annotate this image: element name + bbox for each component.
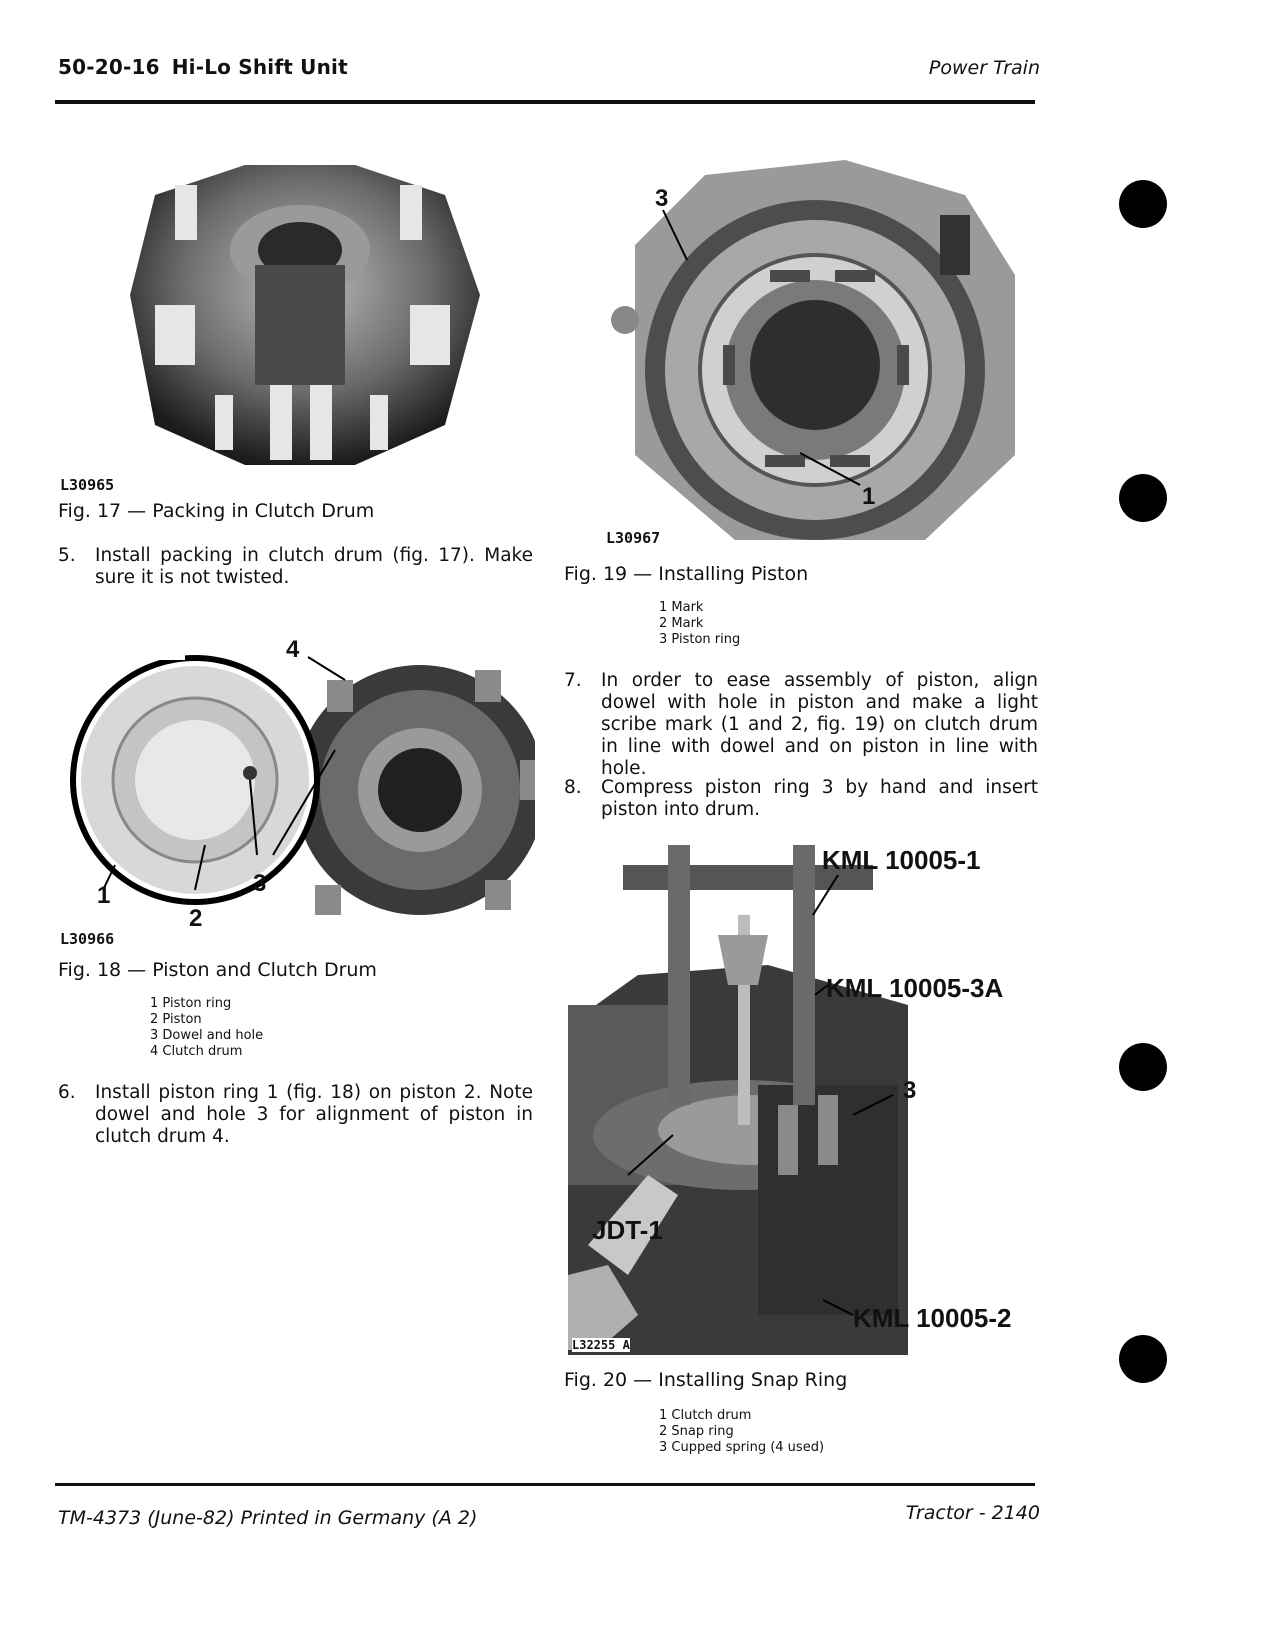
model-name: Tractor - 2140: [905, 1502, 1040, 1524]
fig18-callout-3: 3: [253, 870, 267, 897]
footer-rule: [55, 1483, 1035, 1486]
step-5: 5. Install packing in clutch drum (fig. …: [58, 545, 533, 591]
step-8-number: 8.: [564, 777, 582, 798]
fig19-legend-item: 2 Mark: [659, 616, 704, 631]
fig19-legend: 1 Mark 2 Mark 3 Piston ring: [659, 600, 740, 648]
step-7: 7. In order to ease assembly of piston, …: [564, 670, 1039, 779]
step-5-number: 5.: [58, 545, 76, 566]
step-5-text: Install packing in clutch drum (fig. 17)…: [95, 545, 533, 588]
chapter-title: Power Train: [928, 57, 1040, 79]
fig20-photo: [568, 845, 908, 1355]
step-6-text: Install piston ring 1 (fig. 18) on pisto…: [95, 1082, 533, 1147]
fig20-legend-item: 2 Snap ring: [659, 1424, 734, 1439]
binder-hole-mark: [1119, 474, 1167, 522]
fig18-callout-2: 2: [189, 905, 203, 932]
fig18-legend-item: 3 Dowel and hole: [150, 1028, 264, 1043]
step-8-text: Compress piston ring 3 by hand and inser…: [601, 777, 1038, 820]
fig20-caption: Fig. 20 — Installing Snap Ring: [564, 1369, 848, 1391]
fig20-tool-label: KML 10005-1: [822, 845, 981, 875]
fig19-legend-item: 3 Piston ring: [659, 632, 741, 647]
fig20-legend-item: 3 Cupped spring (4 used): [659, 1440, 825, 1455]
fig18-callout-4: 4: [286, 636, 300, 663]
fig20-tool-label: KML 10005-3A: [826, 973, 1004, 1003]
fig18-photo: [65, 640, 535, 925]
fig19-callout-1: 1: [862, 483, 876, 510]
section-title: Hi-Lo Shift Unit: [171, 55, 348, 79]
fig19-caption: Fig. 19 — Installing Piston: [564, 563, 809, 585]
fig20-legend-item: 1 Clutch drum: [659, 1408, 752, 1423]
page-header-left: 50-20-16 Hi-Lo Shift Unit: [58, 55, 348, 79]
binder-hole-mark: [1119, 180, 1167, 228]
fig18-legend-item: 4 Clutch drum: [150, 1044, 243, 1059]
step-7-text: In order to ease assembly of piston, ali…: [601, 670, 1038, 779]
fig18-legend-item: 2 Piston: [150, 1012, 202, 1027]
fig18-legend-item: 1 Piston ring: [150, 996, 232, 1011]
fig19-code: L30967: [606, 529, 661, 547]
fig18-caption: Fig. 18 — Piston and Clutch Drum: [58, 959, 377, 981]
fig19-photo: [595, 155, 1045, 550]
fig18-legend: 1 Piston ring 2 Piston 3 Dowel and hole …: [150, 996, 263, 1060]
binder-hole-mark: [1119, 1335, 1167, 1383]
step-8: 8. Compress piston ring 3 by hand and in…: [564, 777, 1039, 823]
page-number: 50-20-16: [58, 55, 160, 79]
fig19-legend-item: 1 Mark: [659, 600, 704, 615]
step-6: 6. Install piston ring 1 (fig. 18) on pi…: [58, 1082, 533, 1152]
header-rule: [55, 100, 1035, 104]
fig18-callout-1: 1: [97, 882, 111, 909]
fig20-callout-3: 3: [903, 1077, 917, 1104]
fig20-tool-label: JDT-1: [592, 1215, 663, 1245]
step-7-number: 7.: [564, 670, 582, 691]
step-6-number: 6.: [58, 1082, 76, 1103]
fig20-code: L32255 A: [572, 1338, 630, 1352]
fig19-callout-3: 3: [655, 185, 669, 212]
manual-reference: TM-4373 (June-82) Printed in Germany (A …: [58, 1507, 478, 1529]
fig17-caption: Fig. 17 — Packing in Clutch Drum: [58, 500, 375, 522]
binder-hole-mark: [1119, 1043, 1167, 1091]
fig17-code: L30965: [60, 476, 115, 494]
fig18-code: L30966: [60, 930, 115, 948]
fig20-legend: 1 Clutch drum 2 Snap ring 3 Cupped sprin…: [659, 1408, 824, 1456]
fig17-photo: [95, 155, 505, 475]
fig20-tool-label: KML 10005-2: [853, 1303, 1012, 1333]
